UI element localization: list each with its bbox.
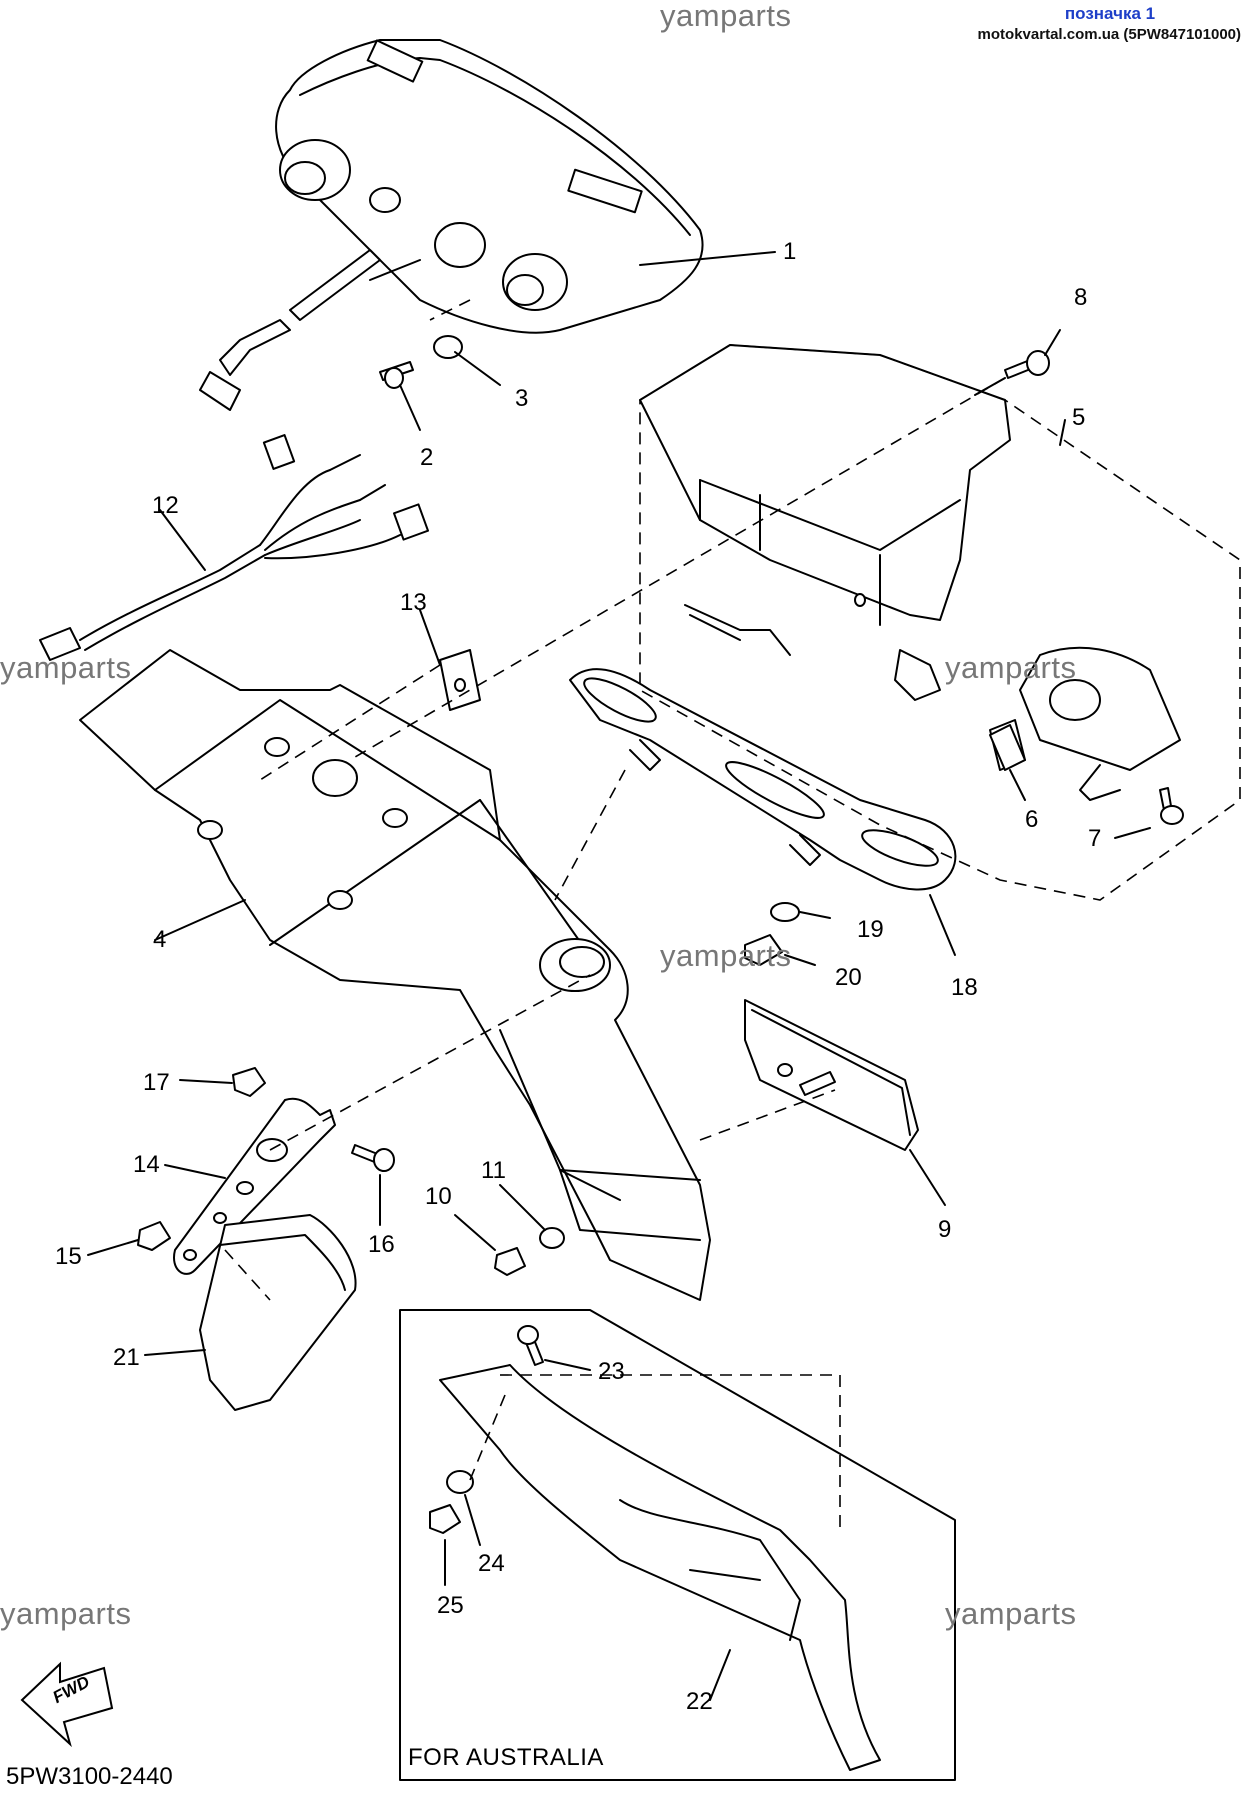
part-1-tail-light-housing	[199, 39, 776, 411]
part-22-mud-flap	[439, 1364, 881, 1771]
part-5-dashed-outline	[639, 344, 1241, 901]
callout-10: 10	[425, 1183, 452, 1210]
part-11-washer	[499, 1184, 565, 1249]
part-8-screw	[974, 329, 1061, 396]
inset-frame-australia	[399, 1309, 956, 1781]
part-16-screw	[351, 1144, 395, 1226]
callout-5: 5	[1072, 404, 1086, 431]
part-25-nut	[429, 1504, 461, 1586]
part-13-bracket	[419, 609, 481, 711]
callout-22: 22	[686, 1688, 713, 1715]
part-17-nut	[179, 1067, 266, 1097]
callout-7: 7	[1088, 825, 1102, 852]
part-9-reflector	[744, 999, 946, 1206]
callout-24: 24	[478, 1550, 505, 1577]
callout-19: 19	[857, 916, 884, 943]
part-20-nut	[744, 934, 816, 966]
callout-4: 4	[153, 926, 167, 953]
callout-21: 21	[113, 1344, 140, 1371]
callout-8: 8	[1074, 284, 1088, 311]
part-21-reflector	[144, 1214, 357, 1411]
part-24-washer	[446, 1470, 481, 1546]
callout-17: 17	[143, 1069, 170, 1096]
callout-2: 2	[420, 444, 434, 471]
inset-label: FOR AUSTRALIA	[408, 1744, 604, 1771]
callout-12: 12	[152, 492, 179, 519]
callout-13: 13	[400, 589, 427, 616]
source-reference: motokvartal.com.ua (5PW847101000)	[977, 26, 1241, 43]
part-6-bulb	[989, 724, 1026, 801]
part-19-washer	[770, 902, 831, 922]
watermark-center: yamparts	[660, 938, 792, 973]
callout-18: 18	[951, 974, 978, 1001]
callout-16: 16	[368, 1231, 395, 1258]
watermark-mid-right: yamparts	[945, 650, 1077, 685]
callout-25: 25	[437, 1592, 464, 1619]
callout-3: 3	[515, 385, 529, 412]
callout-15: 15	[55, 1243, 82, 1270]
callout-11: 11	[481, 1157, 506, 1184]
watermark-top: yamparts	[660, 0, 792, 33]
callout-1: 1	[783, 238, 797, 265]
part-23-screw	[517, 1325, 591, 1371]
part-10-nut	[454, 1214, 526, 1276]
callout-14: 14	[133, 1151, 160, 1178]
part-3-washer	[433, 335, 501, 386]
part-15-nut	[87, 1221, 171, 1256]
part-18-license-bracket	[569, 668, 957, 956]
part-12-wiring-harness	[39, 434, 430, 661]
fwd-arrow-icon	[20, 1661, 114, 1748]
header-link[interactable]: позначка 1	[1064, 4, 1156, 23]
part-7-screw	[1114, 787, 1184, 839]
watermark-mid-left: yamparts	[0, 650, 132, 685]
watermark-bottom-left: yamparts	[0, 1596, 132, 1631]
watermark-bottom-right: yamparts	[945, 1596, 1077, 1631]
callout-20: 20	[835, 964, 862, 991]
part-4-rear-fender	[79, 649, 711, 1301]
callout-23: 23	[598, 1358, 625, 1385]
diagram-code: 5PW3100-2440	[6, 1763, 173, 1790]
callout-9: 9	[938, 1216, 952, 1243]
part-2-screw	[379, 361, 421, 431]
callout-6: 6	[1025, 806, 1039, 833]
